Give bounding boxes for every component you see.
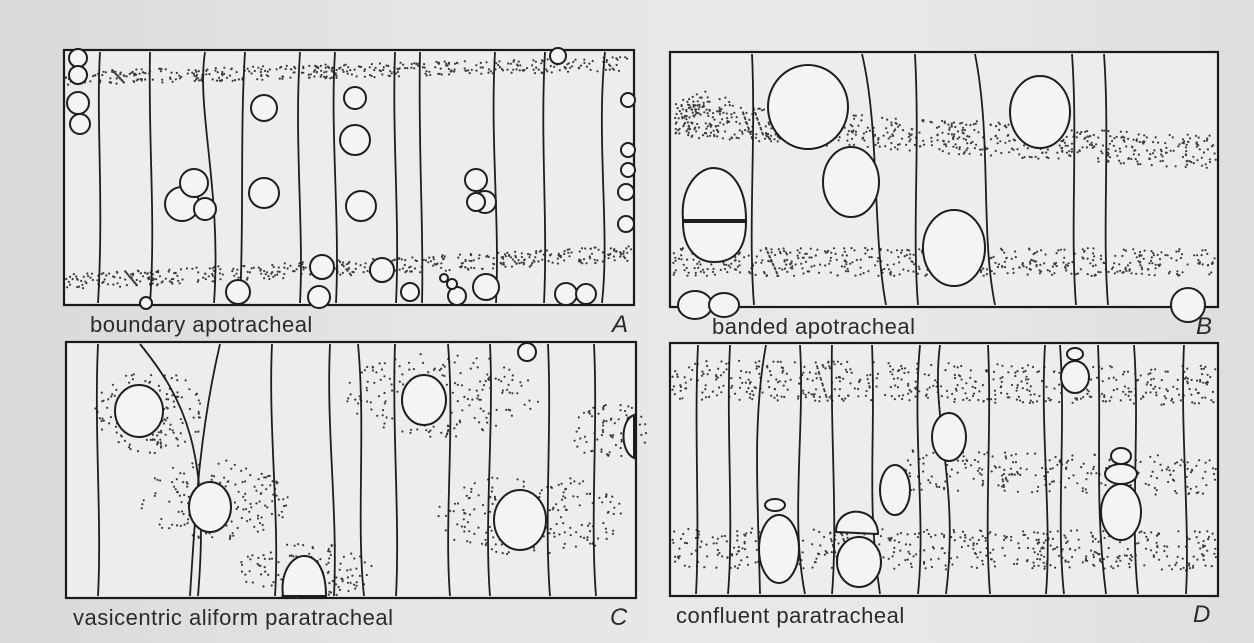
caption-c: vasicentric aliform paratracheal xyxy=(73,605,393,631)
panel-b-drawing xyxy=(670,52,1218,322)
panel-c-drawing xyxy=(66,342,647,599)
panel-a-drawing xyxy=(64,48,635,309)
caption-b: banded apotracheal xyxy=(712,314,916,340)
caption-a: boundary apotracheal xyxy=(90,312,313,338)
panel-letter-b: B xyxy=(1196,313,1212,341)
panel-letter-d: D xyxy=(1193,601,1210,629)
panel-letter-c: C xyxy=(610,604,627,632)
panel-d-drawing xyxy=(670,343,1218,596)
panel-letter-a: A xyxy=(612,311,628,339)
caption-d: confluent paratracheal xyxy=(676,603,905,629)
